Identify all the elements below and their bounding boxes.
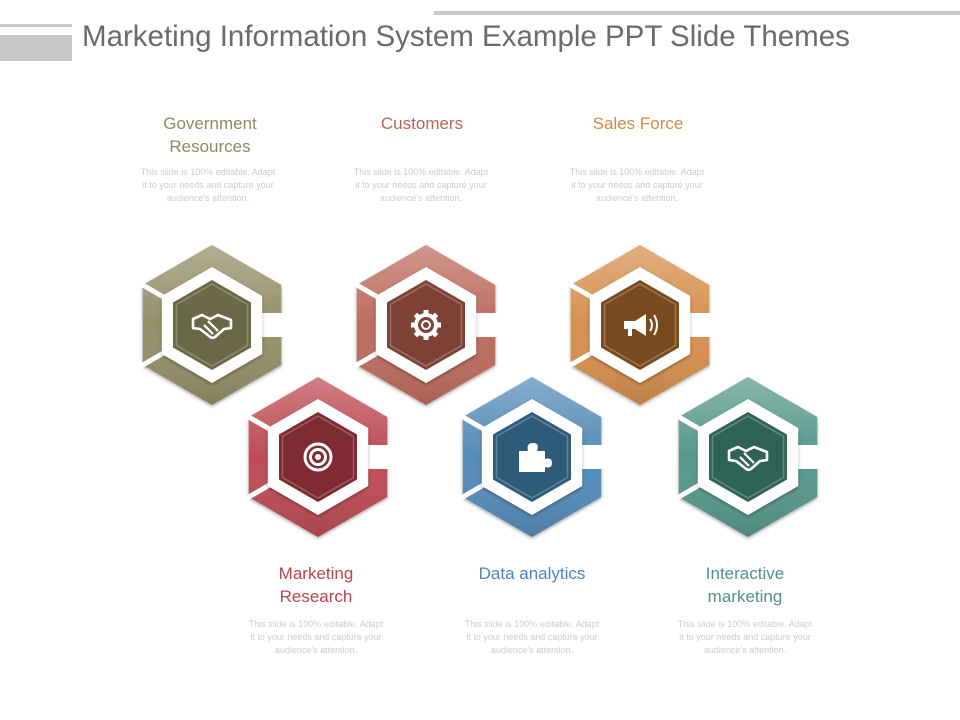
- megaphone-icon: [624, 314, 658, 336]
- item-title-6: Interactive marketing: [705, 564, 785, 606]
- title-bar-top-right: [434, 11, 960, 15]
- item-title-1: Government Resources: [163, 114, 257, 156]
- gear-icon: [411, 310, 441, 340]
- hex-band-notch: [798, 445, 838, 469]
- hex-band-notch: [476, 313, 516, 337]
- hex-unit-3: [560, 245, 730, 405]
- hex-inner-rim: [389, 283, 463, 367]
- hex-inner-rim: [603, 283, 677, 367]
- item-title-2: Customers: [380, 114, 464, 133]
- puzzle-icon: [519, 443, 552, 472]
- hex-inner: [387, 280, 465, 370]
- hex-band-notch: [368, 445, 408, 469]
- hex-inner-rim: [281, 415, 355, 499]
- item-description-5: This slide is 100% editable. Adapt it to…: [464, 619, 600, 655]
- hex-band-notch: [262, 313, 302, 337]
- item-description-1: This slide is 100% editable. Adapt it to…: [140, 167, 276, 203]
- hex-unit-2: [346, 245, 516, 405]
- hex-inner-rim: [175, 283, 249, 367]
- hex-inner-rim: [711, 415, 785, 499]
- item-description-3: This slide is 100% editable. Adapt it to…: [569, 167, 705, 203]
- item-description-4: This slide is 100% editable. Adapt it to…: [248, 619, 384, 655]
- hex-unit-6: [668, 377, 838, 537]
- item-title-5: Data analytics: [478, 564, 586, 583]
- hex-inner-rim: [495, 415, 569, 499]
- handshake-icon: [191, 313, 233, 340]
- item-title-3: Sales Force: [592, 114, 684, 133]
- title-bar-top-left: [0, 24, 72, 27]
- title-bar-left-block: [0, 35, 72, 61]
- hex-unit-1: [132, 245, 302, 405]
- hex-unit-4: [238, 377, 408, 537]
- item-title-4: Marketing Research: [278, 564, 354, 606]
- item-description-2: This slide is 100% editable. Adapt it to…: [353, 167, 489, 203]
- item-description-6: This slide is 100% editable. Adapt it to…: [677, 619, 813, 655]
- page-title: Marketing Information System Example PPT…: [82, 20, 850, 53]
- handshake-icon: [727, 445, 769, 472]
- hex-band-notch: [582, 445, 622, 469]
- target-icon: [303, 442, 333, 472]
- hex-unit-5: [452, 377, 622, 537]
- hex-band-notch: [690, 313, 730, 337]
